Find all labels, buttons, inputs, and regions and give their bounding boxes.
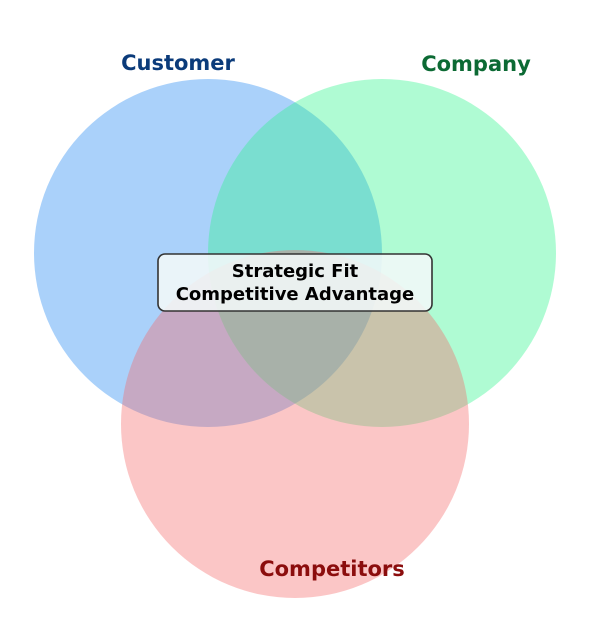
center-box-line1: Strategic Fit [232, 261, 359, 282]
center-box-line2: Competitive Advantage [176, 284, 415, 305]
customer-label: Customer [121, 51, 235, 75]
company-label: Company [421, 52, 531, 76]
center-box [157, 253, 433, 312]
company-circle [208, 79, 556, 427]
competitors-label: Competitors [259, 557, 405, 581]
competitors-circle [121, 250, 469, 598]
customer-circle [34, 79, 382, 427]
